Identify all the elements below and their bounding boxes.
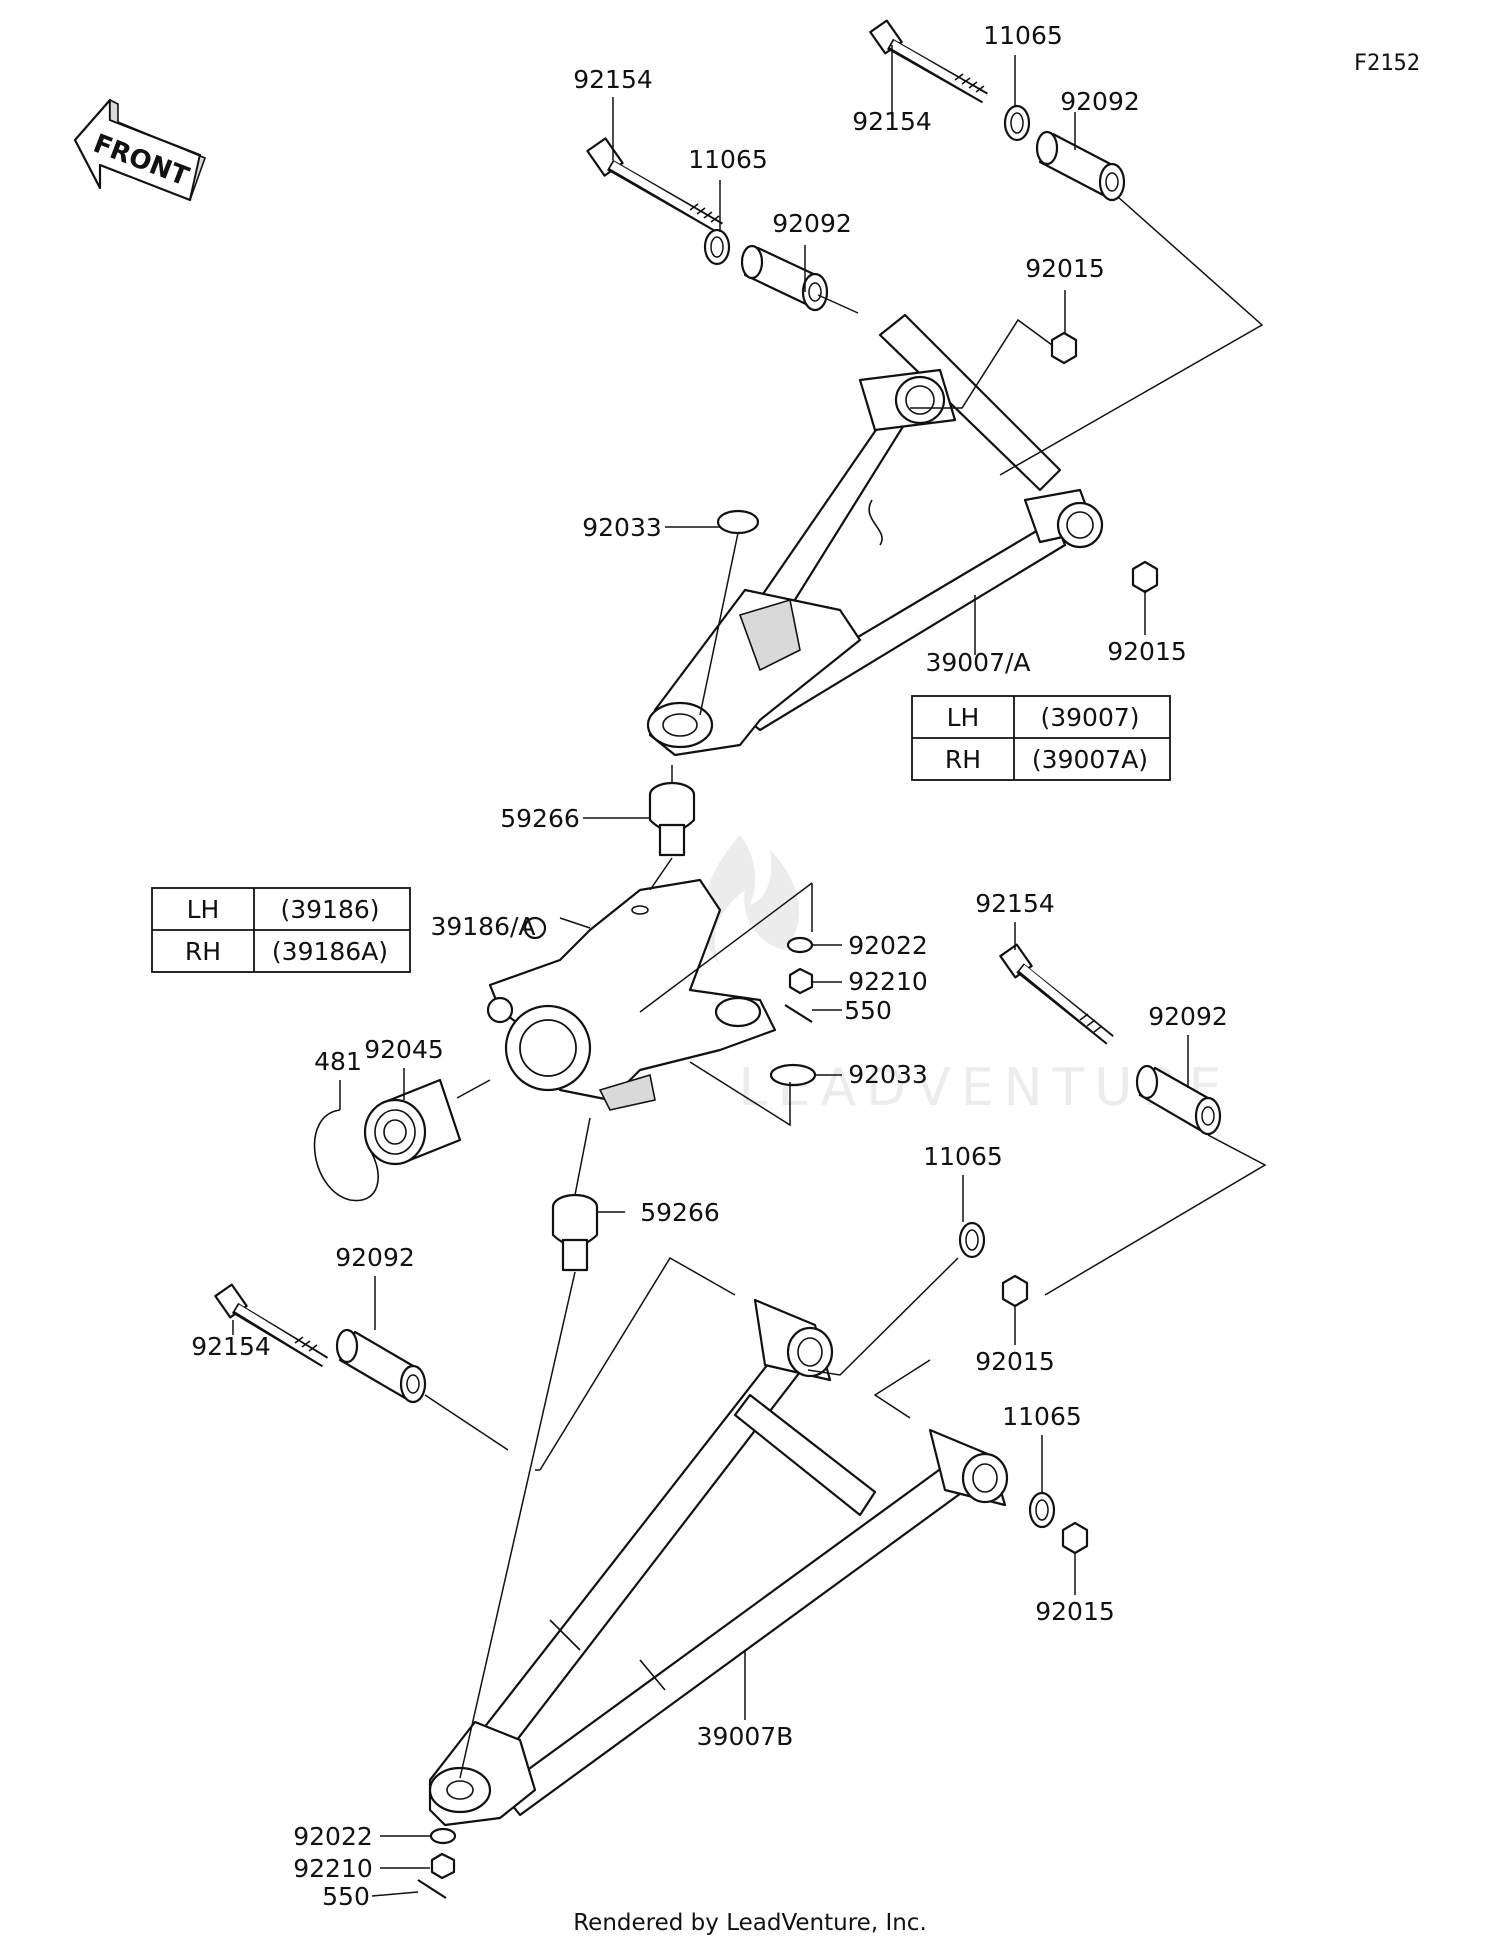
- upper-bushing-front-part: [1035, 130, 1126, 202]
- label-upper-nut-rear[interactable]: 92015: [1107, 637, 1187, 666]
- label-upper-bushing-rear[interactable]: 92092: [772, 209, 852, 238]
- label-knuckle-washer[interactable]: 92022: [848, 931, 928, 960]
- bearing-part: [363, 1078, 462, 1166]
- knuckle-table: LH (39186) RH (39186A): [151, 887, 411, 973]
- knuckle-pin-part: [784, 1004, 813, 1023]
- diagram-code: F2152: [1354, 51, 1420, 76]
- label-upper-nut-front[interactable]: 92015: [1025, 254, 1105, 283]
- label-lower-pin[interactable]: 550: [322, 1882, 370, 1911]
- knuckle-clip-part: [769, 1063, 817, 1087]
- label-lower-washer-front[interactable]: 11065: [923, 1142, 1003, 1171]
- upper-nut-rear-part: [1131, 560, 1159, 594]
- label-lower-ball-joint[interactable]: 59266: [640, 1198, 720, 1227]
- label-lower-nut-rear[interactable]: 92015: [1035, 1597, 1115, 1626]
- label-lower-arm[interactable]: 39007B: [697, 1722, 794, 1751]
- lower-pin-part: [417, 1879, 447, 1899]
- upper-table-rh-part: (39007A): [1032, 745, 1148, 774]
- label-lower-washer[interactable]: 92022: [293, 1822, 373, 1851]
- label-lower-nut[interactable]: 92210: [293, 1854, 373, 1883]
- lower-nut-rear-part: [1061, 1521, 1089, 1555]
- label-lower-bolt-front[interactable]: 92154: [975, 889, 1055, 918]
- lower-bolt-rear-part: [999, 943, 1114, 1045]
- lower-arm-part: [428, 1298, 1009, 1827]
- label-snap-ring[interactable]: 481: [314, 1047, 362, 1076]
- label-lower-nut-front[interactable]: 92015: [975, 1347, 1055, 1376]
- credit-text: Rendered by LeadVenture, Inc.: [573, 1910, 927, 1936]
- label-upper-washer-rear[interactable]: 11065: [688, 145, 768, 174]
- upper-table-lh-side: LH: [947, 703, 980, 732]
- upper-bushing-rear-part: [740, 244, 829, 312]
- label-lower-bolt-left[interactable]: 92154: [191, 1332, 271, 1361]
- label-lower-bushing-front[interactable]: 92092: [1148, 1002, 1228, 1031]
- leader-lines: [232, 45, 1267, 1897]
- label-upper-bushing-front[interactable]: 92092: [1060, 87, 1140, 116]
- knuckle-table-lh-part: (39186): [280, 895, 379, 924]
- lower-nut-front-part: [1001, 1274, 1029, 1308]
- label-upper-ball-joint[interactable]: 59266: [500, 804, 580, 833]
- label-upper-bolt-front[interactable]: 92154: [852, 107, 932, 136]
- label-knuckle[interactable]: 39186/A: [430, 912, 535, 941]
- label-upper-clip[interactable]: 92033: [582, 513, 662, 542]
- lower-bolt-front-part: [214, 1283, 329, 1368]
- knuckle-washer-part: [786, 936, 814, 954]
- lower-bushing-rear-part: [1135, 1064, 1222, 1136]
- upper-table-lh-part: (39007): [1040, 703, 1139, 732]
- label-upper-arm[interactable]: 39007/A: [925, 648, 1030, 677]
- part-labels: 92154 11065 92154 11065 92092 92092 9201…: [191, 21, 1228, 1911]
- label-knuckle-clip[interactable]: 92033: [848, 1060, 928, 1089]
- lower-nut-part: [430, 1852, 456, 1880]
- knuckle-table-rh-part: (39186A): [272, 937, 388, 966]
- upper-ball-joint-part: [648, 781, 696, 857]
- upper-table-rh-side: RH: [945, 745, 981, 774]
- label-upper-bolt-rear[interactable]: 92154: [573, 65, 653, 94]
- lower-ball-joint-part: [551, 1193, 599, 1272]
- upper-arm-table: LH (39007) RH (39007A): [911, 695, 1171, 781]
- label-knuckle-nut[interactable]: 92210: [848, 967, 928, 996]
- label-lower-washer-rear[interactable]: 11065: [1002, 1402, 1082, 1431]
- upper-bolt-front-part: [869, 19, 988, 104]
- lower-bushing-front-part: [335, 1328, 427, 1404]
- upper-arm-part: [646, 313, 1104, 757]
- knuckle-table-rh-side: RH: [185, 937, 221, 966]
- label-knuckle-pin[interactable]: 550: [844, 996, 892, 1025]
- upper-nut-front-part: [1050, 331, 1078, 365]
- knuckle-nut-part: [788, 967, 814, 995]
- snap-ring-part: [313, 1109, 379, 1202]
- label-upper-washer-front[interactable]: 11065: [983, 21, 1063, 50]
- upper-bolt-rear-part: [586, 137, 723, 234]
- knuckle-part: [486, 878, 777, 1111]
- front-arrow-icon: FRONT: [73, 98, 207, 202]
- label-lower-bushing-left[interactable]: 92092: [335, 1243, 415, 1272]
- upper-clip-part: [716, 509, 760, 535]
- label-bearing[interactable]: 92045: [364, 1035, 444, 1064]
- knuckle-table-lh-side: LH: [187, 895, 220, 924]
- lower-washer-part: [429, 1827, 457, 1845]
